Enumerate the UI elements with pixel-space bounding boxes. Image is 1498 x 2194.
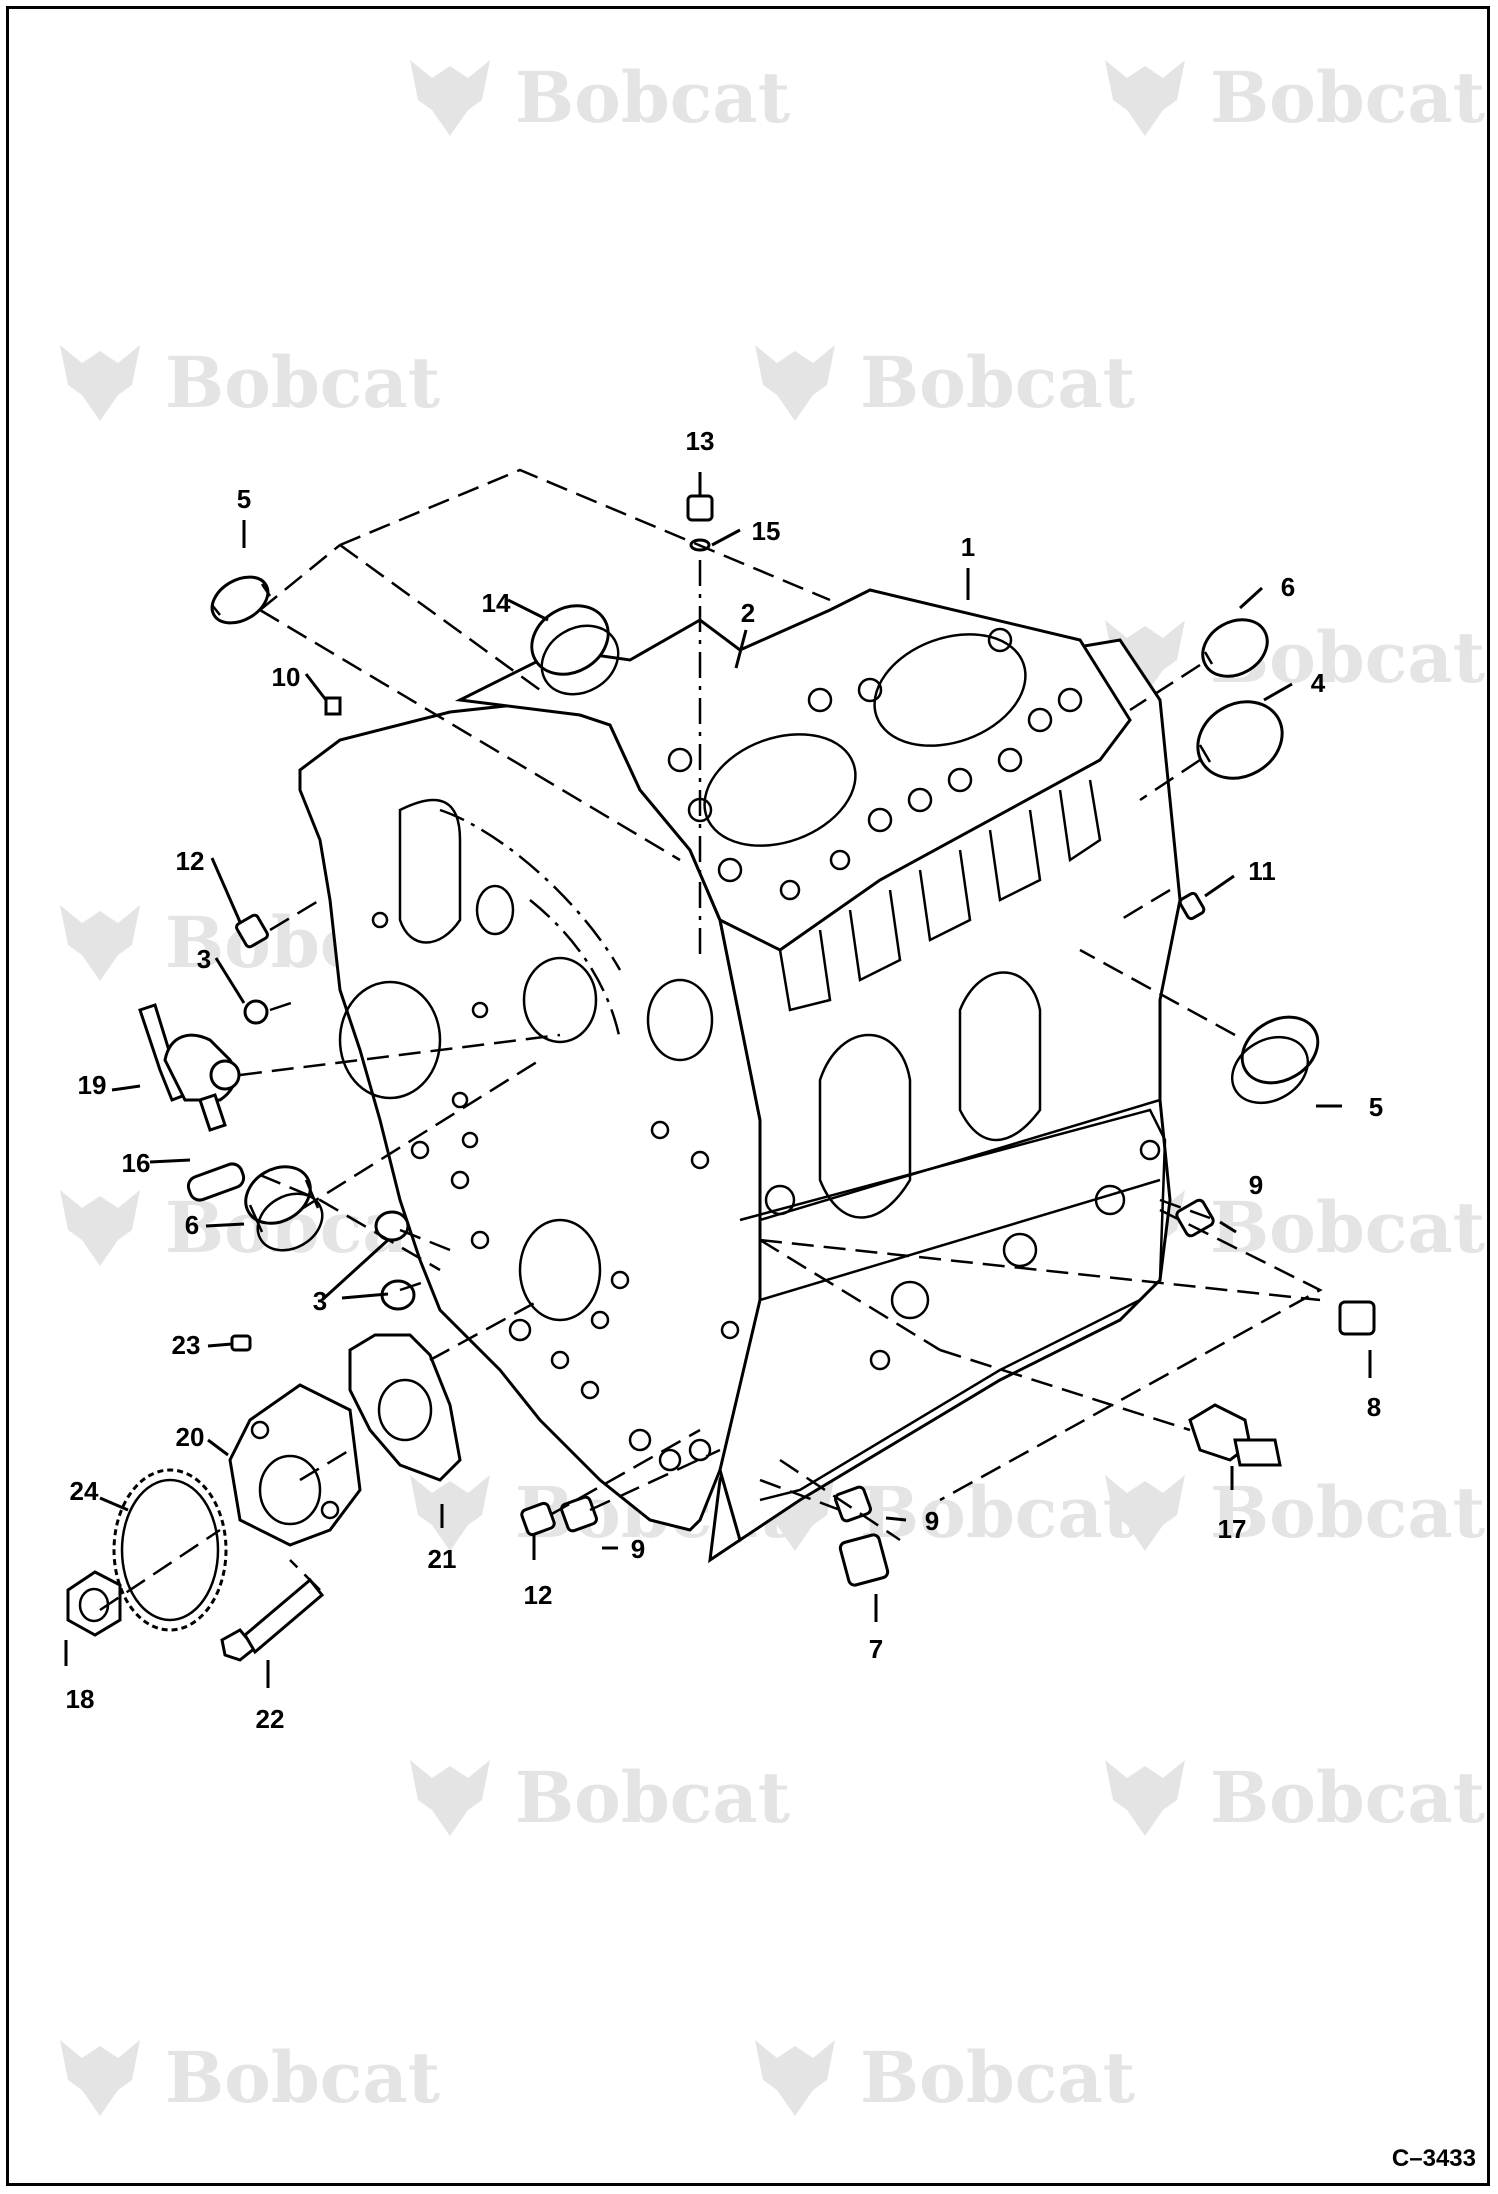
collar-3-lower-a <box>374 1210 410 1242</box>
callout-12-lower: 12 <box>524 1580 553 1610</box>
callout-labels: 1 2 3 3 4 5 5 6 6 7 8 9 9 9 10 11 12 12 … <box>66 426 1384 1734</box>
callout-24: 24 <box>70 1476 99 1506</box>
callout-22: 22 <box>256 1704 285 1734</box>
callout-8: 8 <box>1367 1392 1381 1422</box>
watermark-text: Bobcat <box>860 2036 1135 2119</box>
parts-layer <box>66 494 1376 1662</box>
drawing-number: C–3433 <box>1392 2145 1476 2172</box>
watermark-logo: Bobcat <box>410 1756 790 1839</box>
callout-9-right: 9 <box>1249 1170 1263 1200</box>
callout-9-lower-a: 9 <box>631 1534 645 1564</box>
diagram-frame <box>6 6 1490 2186</box>
watermark-logo: Bobcat <box>1105 616 1485 699</box>
oil-pressure-switch-17 <box>1188 1403 1282 1467</box>
callout-13: 13 <box>686 426 715 456</box>
callout-14: 14 <box>482 588 511 618</box>
collar-3-top <box>243 999 269 1025</box>
callout-5-right: 5 <box>1369 1092 1383 1122</box>
key-23 <box>230 1334 252 1352</box>
pin-11 <box>1178 891 1206 921</box>
plug-5-right <box>1231 1015 1320 1105</box>
callout-9-lower-b: 9 <box>925 1506 939 1536</box>
callout-23: 23 <box>172 1330 201 1360</box>
oil-pump-20 <box>228 1383 362 1547</box>
callout-10: 10 <box>272 662 301 692</box>
sleeve-16 <box>186 1162 246 1202</box>
assembly-lines <box>99 468 1323 1612</box>
callout-5-top: 5 <box>237 484 251 514</box>
watermark-logo: Bobcat <box>410 56 790 139</box>
plug-8 <box>1338 1300 1376 1336</box>
watermark-text: Bobcat <box>515 56 790 139</box>
callout-21: 21 <box>428 1544 457 1574</box>
pin-10 <box>324 696 342 716</box>
callout-16: 16 <box>122 1148 151 1178</box>
watermark-logo: Bobcat <box>60 2036 440 2119</box>
plug-4 <box>1196 700 1284 780</box>
fitting-19 <box>138 1003 241 1132</box>
watermark-text: Bobcat <box>1210 1186 1485 1269</box>
watermark-text: Bobcat <box>1210 56 1485 139</box>
nut-18 <box>66 1570 122 1637</box>
callout-19: 19 <box>78 1070 107 1100</box>
expansion-plug-5-top <box>210 575 272 625</box>
dowel-12-top <box>235 913 269 949</box>
watermark-text: Bobcat <box>860 1471 1135 1554</box>
callout-17: 17 <box>1218 1514 1247 1544</box>
callout-11: 11 <box>1248 856 1276 886</box>
watermark-text: Bobcat <box>165 2036 440 2119</box>
callout-4: 4 <box>1311 668 1326 698</box>
callout-leaders <box>64 472 1372 1688</box>
callout-2: 2 <box>741 598 755 628</box>
watermark-text: Bobcat <box>165 341 440 424</box>
callout-6-top: 6 <box>1281 572 1295 602</box>
watermark-text: Bobcat <box>1210 1756 1485 1839</box>
callout-6-lower: 6 <box>185 1210 199 1240</box>
watermark-text: Bobcat <box>1210 1471 1485 1554</box>
plug-6-top <box>1201 618 1269 678</box>
callout-3-top: 3 <box>197 944 211 974</box>
watermark-logo: Bobcat <box>60 341 440 424</box>
callout-20: 20 <box>176 1422 205 1452</box>
gasket-21 <box>348 1333 462 1482</box>
cylinder-block <box>298 588 1182 1564</box>
watermark-logo: Bobcat <box>1105 1471 1485 1554</box>
callout-18: 18 <box>66 1684 95 1714</box>
watermark-logo: Bobcat <box>1105 56 1485 139</box>
watermark-logo: Bobcat <box>1105 1756 1485 1839</box>
plug-13 <box>686 494 714 522</box>
callout-1: 1 <box>961 532 975 562</box>
watermark-text: Bobcat <box>860 341 1135 424</box>
plug-14 <box>530 604 620 696</box>
watermark-text: Bobcat <box>515 1756 790 1839</box>
callout-15: 15 <box>752 516 781 546</box>
callout-7: 7 <box>869 1634 883 1664</box>
callout-3-lower: 3 <box>313 1286 327 1316</box>
oil-pump-gear-24 <box>112 1468 228 1632</box>
watermark-logo: Bobcat <box>755 2036 1135 2119</box>
plug-7 <box>838 1533 890 1587</box>
watermark-logo: Bobcat <box>755 341 1135 424</box>
bolt-22 <box>220 1577 325 1662</box>
callout-12-top: 12 <box>176 846 205 876</box>
oil-seal-6-lower <box>244 1165 324 1252</box>
